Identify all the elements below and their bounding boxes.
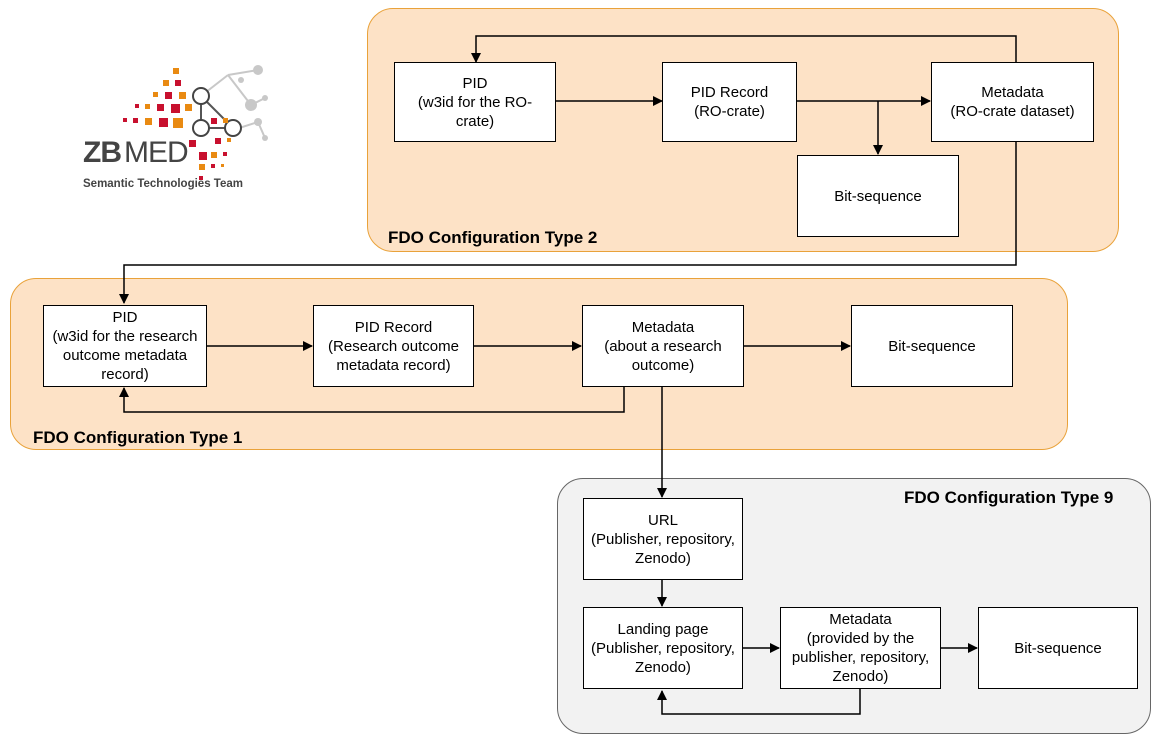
node-t1-bitseq: Bit-sequence	[851, 305, 1013, 387]
node-t1-pid-label: PID (w3id for the research outcome metad…	[52, 309, 198, 383]
node-t9-bitseq: Bit-sequence	[978, 607, 1138, 689]
node-t9-url-label: URL (Publisher, repository, Zenodo)	[591, 511, 735, 567]
node-t2-bitseq: Bit-sequence	[797, 155, 959, 237]
node-t2-pid: PID (w3id for the RO- crate)	[394, 62, 556, 142]
node-t9-url: URL (Publisher, repository, Zenodo)	[583, 498, 743, 580]
node-t2-bitseq-label: Bit-sequence	[834, 187, 922, 205]
arrow-t1-metadata-back-to-pid	[119, 387, 625, 413]
node-t2-metadata: Metadata (RO-crate dataset)	[931, 62, 1094, 142]
node-t2-pid-record: PID Record (RO-crate)	[662, 62, 797, 142]
arrow-t2-metadata-to-t1-pid	[119, 141, 1017, 304]
node-t9-landing-page: Landing page (Publisher, repository, Zen…	[583, 607, 743, 689]
node-t1-pid-record-label: PID Record (Research outcome metadata re…	[328, 318, 459, 374]
group-title-type-2: FDO Configuration Type 2	[388, 228, 598, 247]
node-t9-bitseq-label: Bit-sequence	[1014, 639, 1102, 657]
node-t2-pid-label: PID (w3id for the RO- crate)	[417, 74, 533, 130]
node-t9-metadata: Metadata (provided by the publisher, rep…	[780, 607, 941, 689]
node-t9-metadata-label: Metadata (provided by the publisher, rep…	[791, 611, 930, 685]
group-title-type-1: FDO Configuration Type 1	[33, 428, 243, 447]
zbmed-logo-graphic	[123, 65, 268, 180]
node-t9-landing-page-label: Landing page (Publisher, repository, Zen…	[591, 620, 735, 676]
arrow-t9-metadata-back-to-landing	[657, 688, 861, 715]
node-t1-metadata: Metadata (about a research outcome)	[582, 305, 744, 387]
node-t1-pid: PID (w3id for the research outcome metad…	[43, 305, 207, 387]
arrow-t2-metadata-back-to-pid	[471, 35, 1017, 63]
node-t1-bitseq-label: Bit-sequence	[888, 337, 976, 355]
logo-subtitle: Semantic Technologies Team	[83, 178, 243, 190]
node-t1-metadata-label: Metadata (about a research outcome)	[604, 318, 722, 374]
node-t2-metadata-label: Metadata (RO-crate dataset)	[950, 84, 1075, 120]
node-t1-pid-record: PID Record (Research outcome metadata re…	[313, 305, 474, 387]
logo-wordmark-zb: ZB	[83, 136, 122, 169]
logo-wordmark-med: MED	[124, 136, 189, 169]
node-t2-pid-record-label: PID Record (RO-crate)	[690, 84, 769, 120]
group-title-type-9: FDO Configuration Type 9	[904, 488, 1114, 507]
